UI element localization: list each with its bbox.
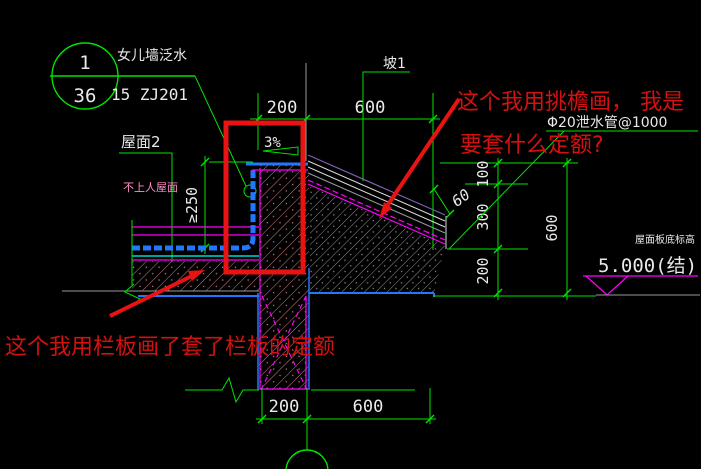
drain-pipe-text: Φ20泄水管@1000 bbox=[547, 115, 667, 131]
column-brace-dash bbox=[261, 295, 307, 389]
top-dim-600: 600 bbox=[355, 98, 386, 118]
elevation-value: 5.000(结) bbox=[598, 255, 697, 277]
top-dimensions: 200 600 bbox=[250, 63, 440, 250]
markup-arrowhead-top bbox=[379, 202, 392, 219]
markup-note-line2: 要套什么定额? bbox=[460, 133, 604, 158]
right-dim-600: 600 bbox=[543, 214, 561, 241]
markup-arrow-top bbox=[381, 97, 461, 214]
elevation-note: 屋面板底标高 bbox=[635, 233, 695, 246]
roof2-text: 屋面2 bbox=[121, 133, 161, 151]
callout-target-circle bbox=[243, 184, 257, 198]
callout-ref: 15 ZJ201 bbox=[111, 85, 188, 104]
bottom-dim-600: 600 bbox=[353, 397, 384, 417]
eave-thickness-dim: 60 bbox=[429, 184, 474, 219]
top-dim-200: 200 bbox=[267, 98, 298, 118]
break-line-bottom bbox=[185, 376, 259, 404]
slope-pct-text: 3% bbox=[264, 135, 281, 151]
grid-bubble-circle bbox=[285, 449, 329, 469]
roof2-leader bbox=[119, 152, 173, 262]
bottom-dimensions: 200 600 bbox=[185, 376, 436, 469]
right-dim-100: 100 bbox=[474, 160, 492, 187]
callout-title: 女儿墙泛水 bbox=[117, 47, 187, 64]
callout-leader-line bbox=[194, 75, 247, 187]
callout-sheet: 36 bbox=[74, 85, 97, 107]
column-brace-dash bbox=[261, 295, 307, 389]
slope1-label: 坡1 bbox=[362, 56, 410, 181]
non-access-roof-label: 不上人屋面 bbox=[123, 181, 178, 194]
callout-number: 1 bbox=[79, 52, 90, 74]
markup-arrowhead-bottom bbox=[188, 270, 205, 281]
roof2-label: 屋面2 bbox=[119, 133, 173, 262]
sloped-slab-hatch bbox=[310, 186, 445, 293]
slope1-text: 坡1 bbox=[383, 56, 406, 72]
parapet-dim-text: ≥250 bbox=[183, 187, 201, 223]
sloped-slab-edges bbox=[309, 292, 435, 297]
markup-rectangle bbox=[223, 120, 306, 275]
drain-pipe-note: Φ20泄水管@1000 bbox=[448, 115, 698, 250]
slope1-leader bbox=[362, 71, 410, 181]
sloped-roof-layers bbox=[307, 154, 447, 249]
elevation-triangle-icon bbox=[585, 275, 629, 296]
eave-dim-text: 60 bbox=[448, 185, 473, 210]
markup-note-line1: 这个我用挑檐画， 我是 bbox=[457, 90, 684, 115]
right-dim-200: 200 bbox=[474, 257, 492, 284]
slope-direction-arrow-icon bbox=[262, 146, 299, 156]
markup-arrow-bottom bbox=[109, 272, 197, 318]
wall-column-edges bbox=[257, 168, 310, 390]
detail-callout: 1 36 女儿墙泛水 15 ZJ201 bbox=[50, 42, 257, 198]
markup-note-bottom: 这个我用栏板画了套了栏板的定额 bbox=[5, 335, 335, 360]
slope-pct-annotation: 3% bbox=[262, 135, 299, 156]
waterproof-flashing bbox=[132, 170, 256, 251]
right-dimensions: 100 300 200 600 bbox=[440, 158, 578, 300]
right-dim-300: 300 bbox=[474, 203, 492, 230]
elevation-marker: 5.000(结) 屋面板底标高 bbox=[434, 233, 700, 297]
bottom-dim-200: 200 bbox=[269, 397, 300, 417]
red-markup: 这个我用挑檐画， 我是 要套什么定额? 这个我用栏板画了套了栏板的定额 bbox=[5, 90, 684, 360]
parapet-height-dim: ≥250 bbox=[183, 156, 253, 254]
